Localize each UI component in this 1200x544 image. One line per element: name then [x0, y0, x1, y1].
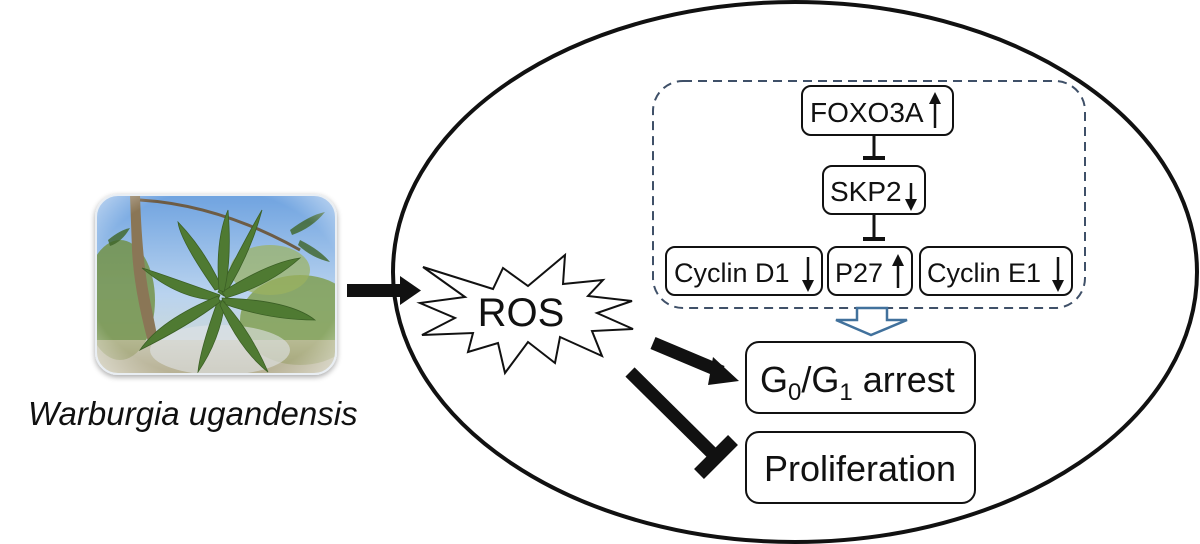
cell-boundary — [391, 0, 1199, 544]
plant-photo — [95, 194, 337, 375]
node-foxo3a-label: FOXO3A — [810, 97, 924, 128]
node-p27: P27 — [827, 246, 913, 296]
inhibition-foxo3a-skp2 — [863, 135, 885, 160]
outcome-proliferation-label: Proliferation — [764, 448, 956, 489]
node-foxo3a: FOXO3A — [801, 85, 954, 136]
down-arrow-icon — [1052, 257, 1064, 292]
pathway-group — [652, 80, 1086, 309]
outcome-g0g1-arrest-label: G0/G1 arrest — [760, 359, 955, 406]
outcome-proliferation: Proliferation — [745, 431, 976, 504]
up-arrow-icon — [929, 92, 941, 128]
up-arrow-icon — [892, 254, 904, 288]
node-skp2: SKP2 — [822, 165, 926, 215]
inhibition-skp2-p27 — [863, 214, 885, 241]
node-skp2-label: SKP2 — [830, 176, 902, 207]
ros-starburst — [416, 252, 634, 376]
node-cyclin-d1-label: Cyclin D1 — [674, 258, 790, 288]
block-arrow-down-icon — [835, 306, 908, 337]
node-cyclin-e1: Cyclin E1 — [919, 246, 1073, 296]
activation-arrow-plant-to-ros — [347, 276, 421, 305]
ros-label: ROS — [478, 291, 565, 335]
down-arrow-icon — [802, 257, 814, 292]
down-arrow-icon — [905, 183, 917, 211]
activation-arrow-ros-to-arrest — [650, 337, 739, 385]
node-p27-label: P27 — [835, 258, 883, 288]
inhibition-ros-to-proliferation — [625, 367, 738, 479]
outcome-g0g1-arrest: G0/G1 arrest — [745, 341, 976, 414]
node-cyclin-d1: Cyclin D1 — [665, 246, 823, 296]
node-cyclin-e1-label: Cyclin E1 — [927, 258, 1041, 288]
plant-name: Warburgia ugandensis — [28, 395, 358, 432]
